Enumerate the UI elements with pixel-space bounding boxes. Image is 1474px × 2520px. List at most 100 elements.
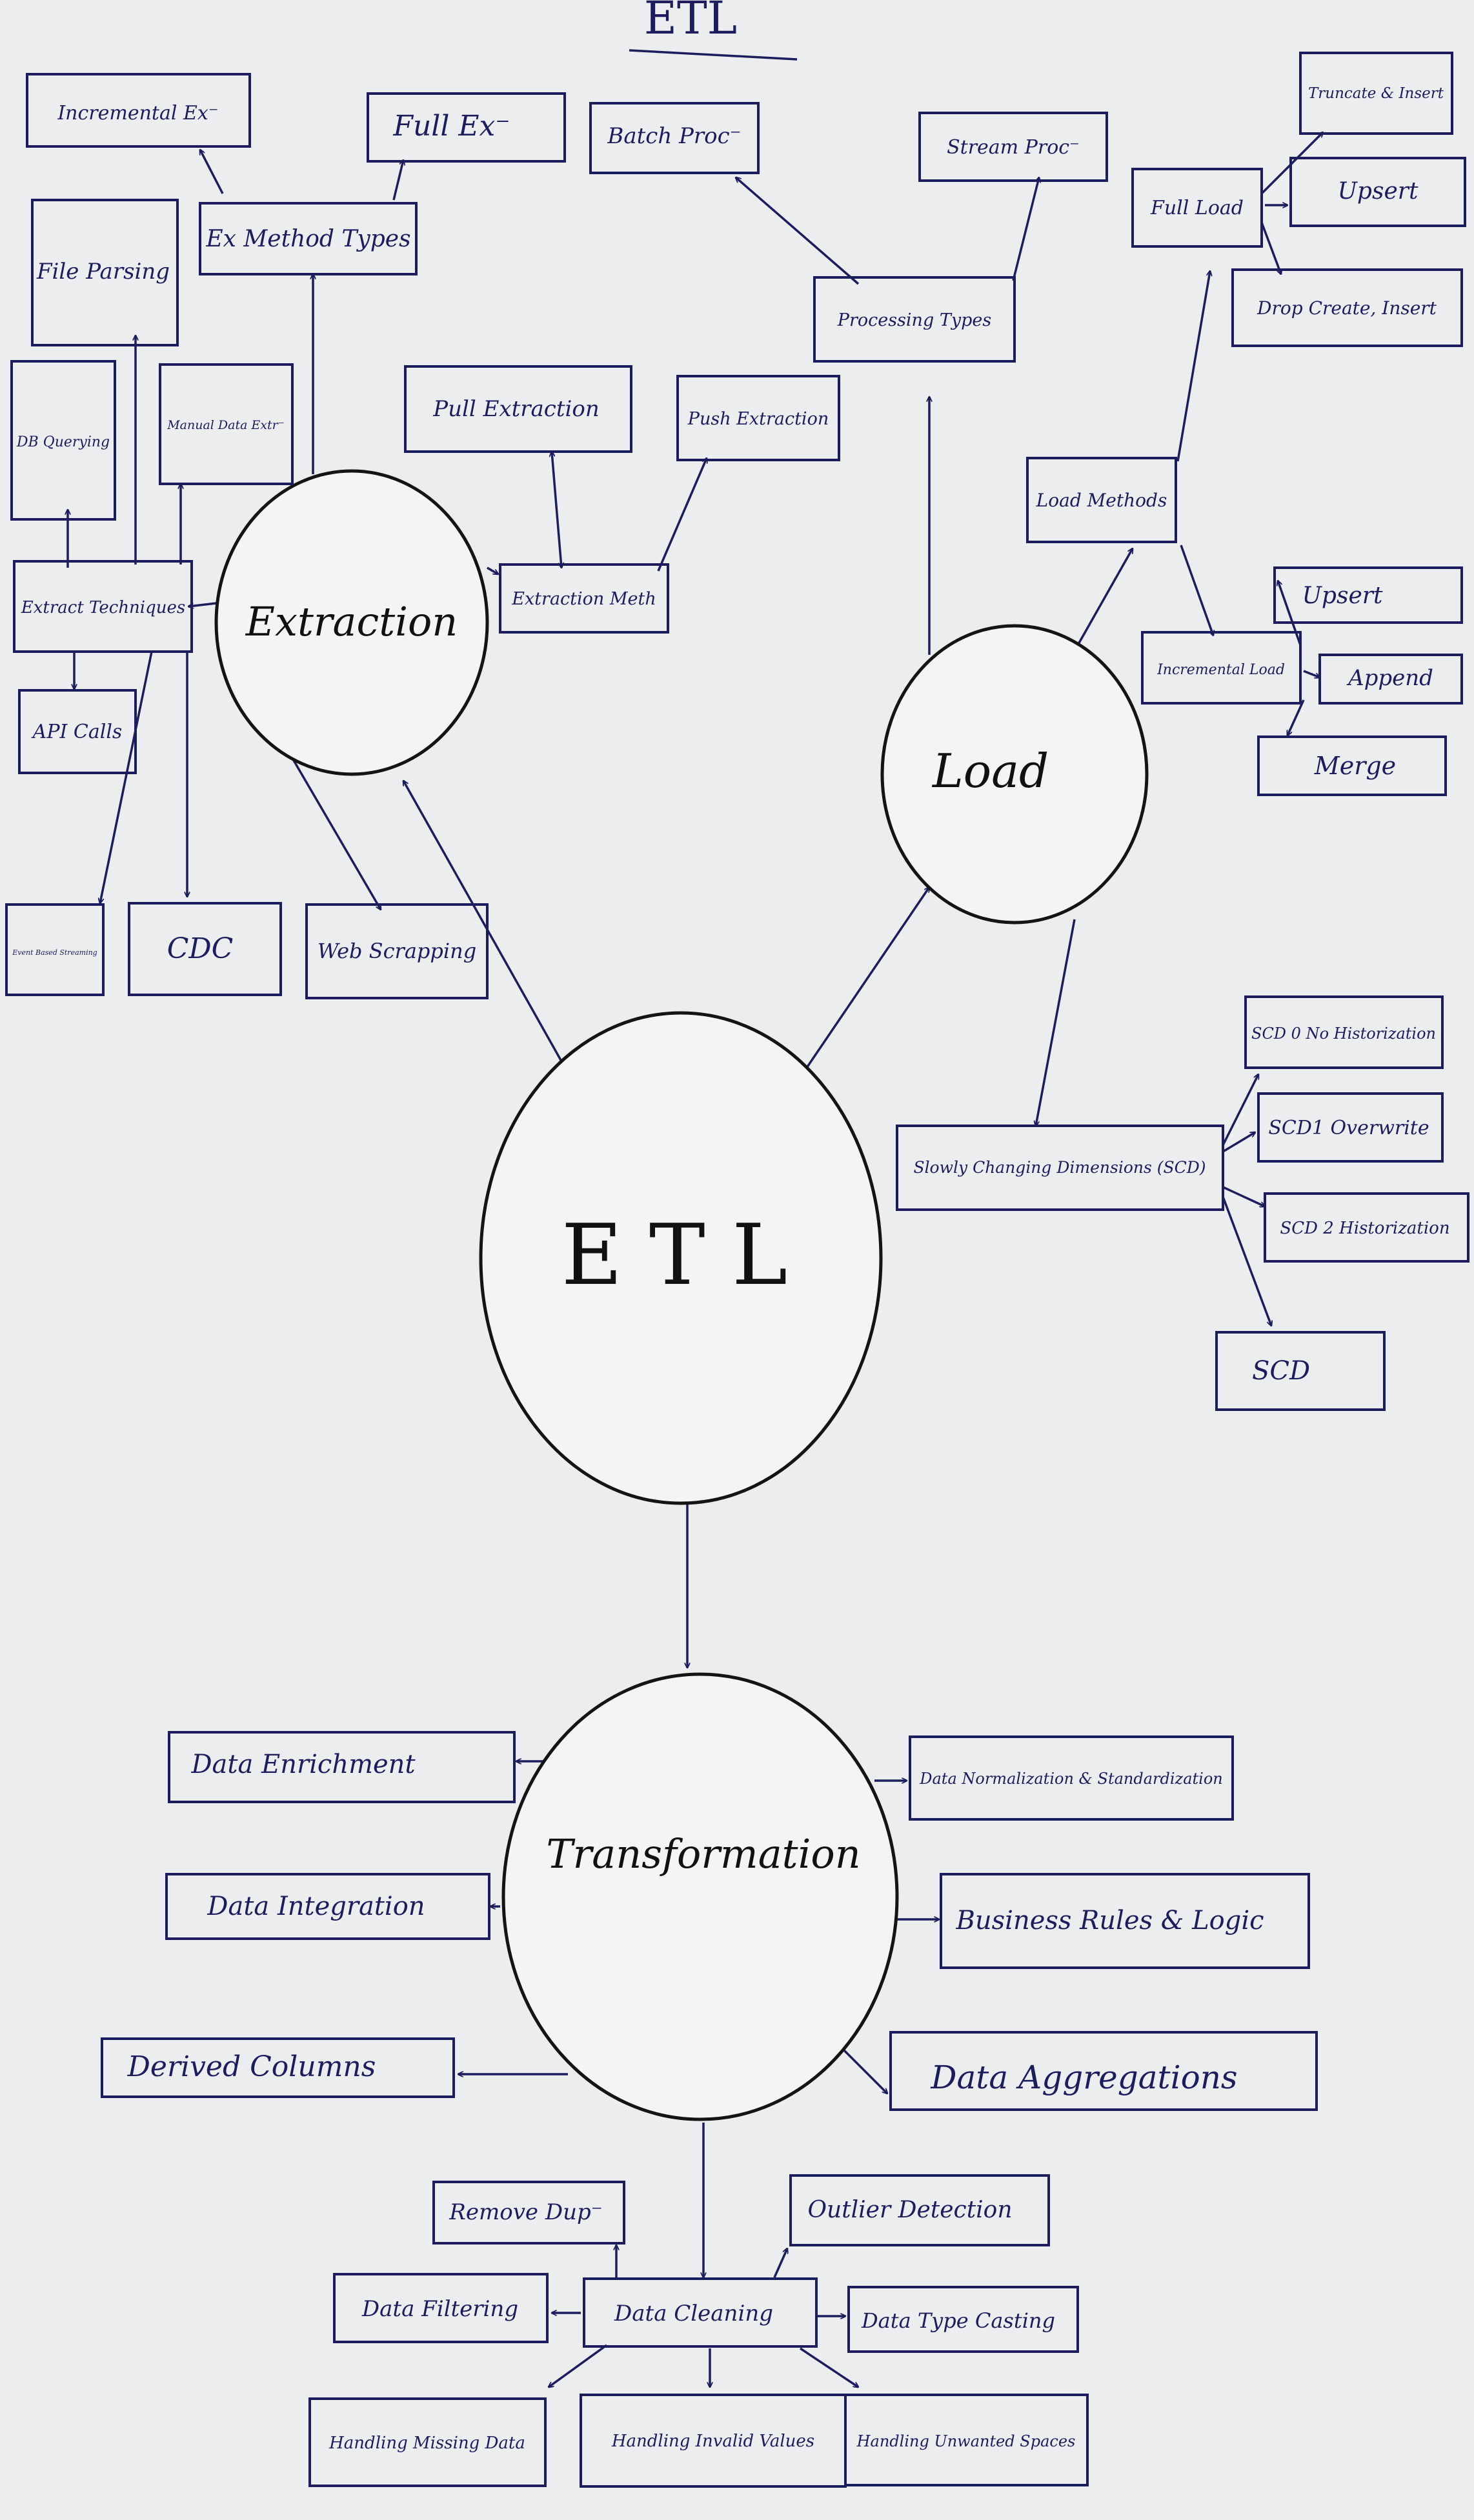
node-derived-columns: Derived Columns [101,2037,455,2098]
node-scd-label: SCD [1252,1356,1310,1386]
edge-cleaning-outlier [773,2248,787,2278]
node-web-scrapping-label: Web Scrapping [318,939,476,963]
node-api-calls-label: API Calls [31,721,123,743]
edge-processing-batch [736,177,860,285]
node-remove-dup-label: Remove Dup⁻ [449,2199,602,2225]
node-merge-label: Merge [1314,752,1396,780]
node-batch-proc: Batch Proc⁻ [589,102,760,174]
edge-load-load-methods [1076,548,1134,646]
node-handling-unwanted-spaces: Handling Unwanted Spaces [844,2394,1089,2486]
node-data-cleaning: Data Cleaning [583,2277,818,2348]
edge-cleaning-unwanted [800,2347,858,2387]
node-append: Append [1318,654,1463,705]
node-ex-method-types: Ex Method Types [199,202,418,275]
node-derived-columns-label: Derived Columns [127,2050,376,2083]
node-upsert-2-label: Upsert [1302,583,1383,609]
circle-extraction: Extraction [214,469,489,776]
edge-cleaning-missing [549,2344,608,2387]
node-push-extraction: Push Extraction [676,375,840,461]
edge-scd-scd2 [1222,1186,1265,1206]
node-handling-missing-data: Handling Missing Data [308,2397,547,2487]
edge-processing-stream [1012,177,1039,281]
node-business-rules: Business Rules & Logic [940,1873,1310,1969]
edge-techniques-event [100,651,153,903]
node-data-enrichment-label: Data Enrichment [190,1750,416,1779]
node-event-based-streaming-label: Event Based Streaming [12,948,97,957]
edge-scd-scd0 [1222,1074,1260,1146]
node-full-ex-label: Full Ex⁻ [392,110,510,143]
circle-etl-label: E T L [561,1206,788,1304]
node-append-label: Append [1346,665,1433,691]
node-extract-techniques-label: Extract Techniques [21,598,186,617]
node-file-parsing-label: File Parsing [36,259,170,285]
node-push-extraction-label: Push Extraction [687,409,829,429]
edge-scd-scd [1222,1196,1271,1326]
edge-extraction-extract-techniques [188,602,217,606]
node-manual-data-extr-label: Manual Data Extr⁻ [167,418,285,432]
node-incremental-ex-label: Incremental Ex⁻ [57,102,218,125]
node-data-filtering-label: Data Filtering [361,2296,518,2322]
node-cdc-label: CDC [167,932,234,965]
node-ex-method-types-label: Ex Method Types [205,226,410,252]
node-incremental-load: Incremental Load [1141,631,1302,705]
node-outlier-detection: Outlier Detection [789,2174,1050,2246]
node-load-methods-label: Load Methods [1036,490,1167,511]
circle-load: Load [880,624,1149,925]
node-business-rules-label: Business Rules & Logic [955,1906,1264,1935]
node-data-type-casting-label: Data Type Casting [861,2308,1055,2333]
node-data-cleaning-label: Data Cleaning [614,2301,773,2326]
edge-extraction-meth-push [657,458,707,572]
node-data-normalization-label: Data Normalization & Standardization [919,1770,1223,1788]
node-truncate-insert: Truncate & Insert [1299,52,1453,135]
edge-incremental-upsert [1278,581,1302,646]
node-data-type-casting: Data Type Casting [847,2286,1079,2353]
node-data-integration-label: Data Integration [207,1892,425,1921]
node-full-ex: Full Ex⁻ [367,92,566,163]
circle-etl: E T L [479,1011,883,1505]
diagram-title: ETL [644,0,737,45]
node-pull-extraction-label: Pull Extraction [432,396,599,422]
node-scd2: SCD 2 Historization [1264,1192,1469,1263]
node-api-calls: API Calls [18,689,137,774]
edge-load-methods-full-load [1176,271,1210,462]
node-extract-techniques: Extract Techniques [13,560,193,653]
edge-extraction-extraction-meth [487,566,498,575]
node-db-querying: DB Querying [10,360,116,521]
node-cdc: CDC [128,902,282,996]
node-data-normalization: Data Normalization & Standardization [909,1735,1234,1821]
node-full-load-label: Full Load [1150,197,1244,219]
node-handling-unwanted-spaces-label: Handling Unwanted Spaces [856,2432,1076,2450]
edge-trans-aggregations [841,2047,887,2094]
node-scd2-label: SCD 2 Historization [1280,1219,1449,1238]
edge-ex-method-full-ex [392,160,403,201]
edge-full-load-drop [1260,222,1281,274]
node-incremental-load-label: Incremental Load [1156,662,1285,678]
node-remove-dup: Remove Dup⁻ [432,2181,625,2245]
edge-incremental-merge [1287,699,1305,735]
node-handling-invalid-values: Handling Invalid Values [580,2394,847,2488]
node-data-aggregations-label: Data Aggregations [930,2059,1237,2096]
node-stream-proc: Stream Proc⁻ [918,112,1108,182]
node-handling-missing-data-label: Handling Missing Data [328,2434,525,2453]
edge-etl-extraction [402,781,563,1062]
node-stream-proc-label: Stream Proc⁻ [947,136,1080,159]
node-scd0-label: SCD 0 No Historization [1251,1025,1436,1043]
node-data-aggregations: Data Aggregations [889,2031,1318,2111]
node-db-querying-label: DB Querying [16,434,110,450]
node-slowly-changing-dimensions: Slowly Changing Dimensions (SCD) [896,1125,1224,1211]
node-data-enrichment: Data Enrichment [168,1731,516,1803]
node-slowly-changing-dimensions-label: Slowly Changing Dimensions (SCD) [913,1158,1206,1177]
edge-scd-scd1 [1222,1131,1255,1153]
edge-extraction-meth-pull [552,452,561,568]
node-load-methods: Load Methods [1026,457,1177,543]
node-data-filtering: Data Filtering [333,2273,549,2343]
node-data-integration: Data Integration [165,1873,490,1940]
edge-full-load-truncate [1260,132,1323,195]
node-extraction-meth: Extraction Meth [499,563,669,634]
node-file-parsing: File Parsing [31,199,179,346]
node-truncate-insert-label: Truncate & Insert [1308,85,1444,102]
node-event-based-streaming: Event Based Streaming [5,903,105,996]
edges [68,132,1323,2387]
node-upsert-1-label: Upsert [1338,178,1418,205]
